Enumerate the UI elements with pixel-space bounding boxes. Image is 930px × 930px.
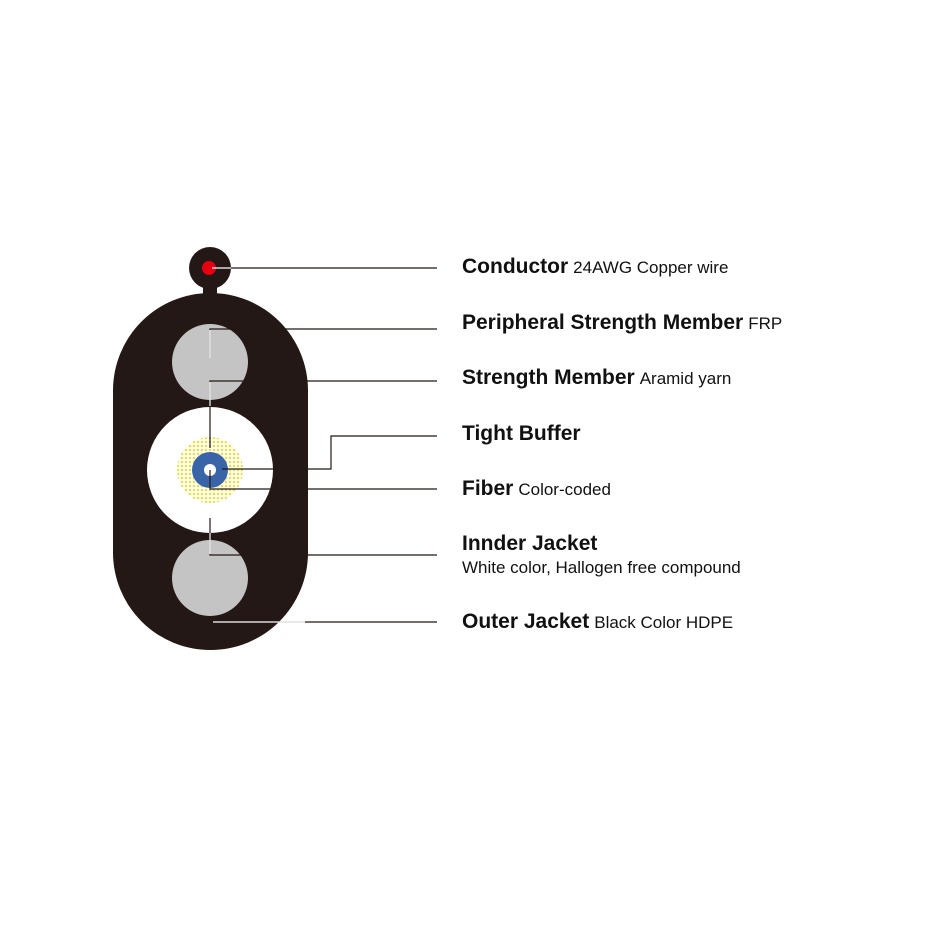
leader-lines: [209, 267, 437, 623]
label-title: Outer Jacket: [462, 610, 590, 633]
label-title: Fiber: [462, 477, 514, 500]
conductor-wire: [202, 261, 216, 275]
label-title: Strength Member: [462, 366, 635, 389]
label-desc: Black Color HDPE: [594, 613, 734, 632]
leader-line-tight-buffer: [222, 435, 437, 470]
leader-line-aramid: [209, 380, 437, 448]
label-title: Tight Buffer: [462, 422, 581, 445]
label-desc: Color-coded: [518, 480, 611, 499]
label-desc: White color, Hallogen free compound: [462, 558, 741, 578]
label-title: Peripheral Strength Member: [462, 311, 744, 334]
label-desc: 24AWG Copper wire: [573, 258, 729, 277]
leader-line-inner-jacket: [209, 518, 437, 556]
label-desc: FRP: [748, 314, 783, 333]
label-title: Innder Jacket: [462, 532, 598, 555]
label-title: Conductor: [462, 255, 569, 278]
label-desc: Aramid yarn: [639, 369, 732, 388]
label-tight-buffer: Tight Buffer: [462, 421, 581, 446]
leader-line-fiber: [209, 470, 437, 490]
label-inner-jacket: Innder Jacket White color, Hallogen free…: [462, 531, 741, 579]
frp-rod-bottom: [172, 540, 248, 616]
